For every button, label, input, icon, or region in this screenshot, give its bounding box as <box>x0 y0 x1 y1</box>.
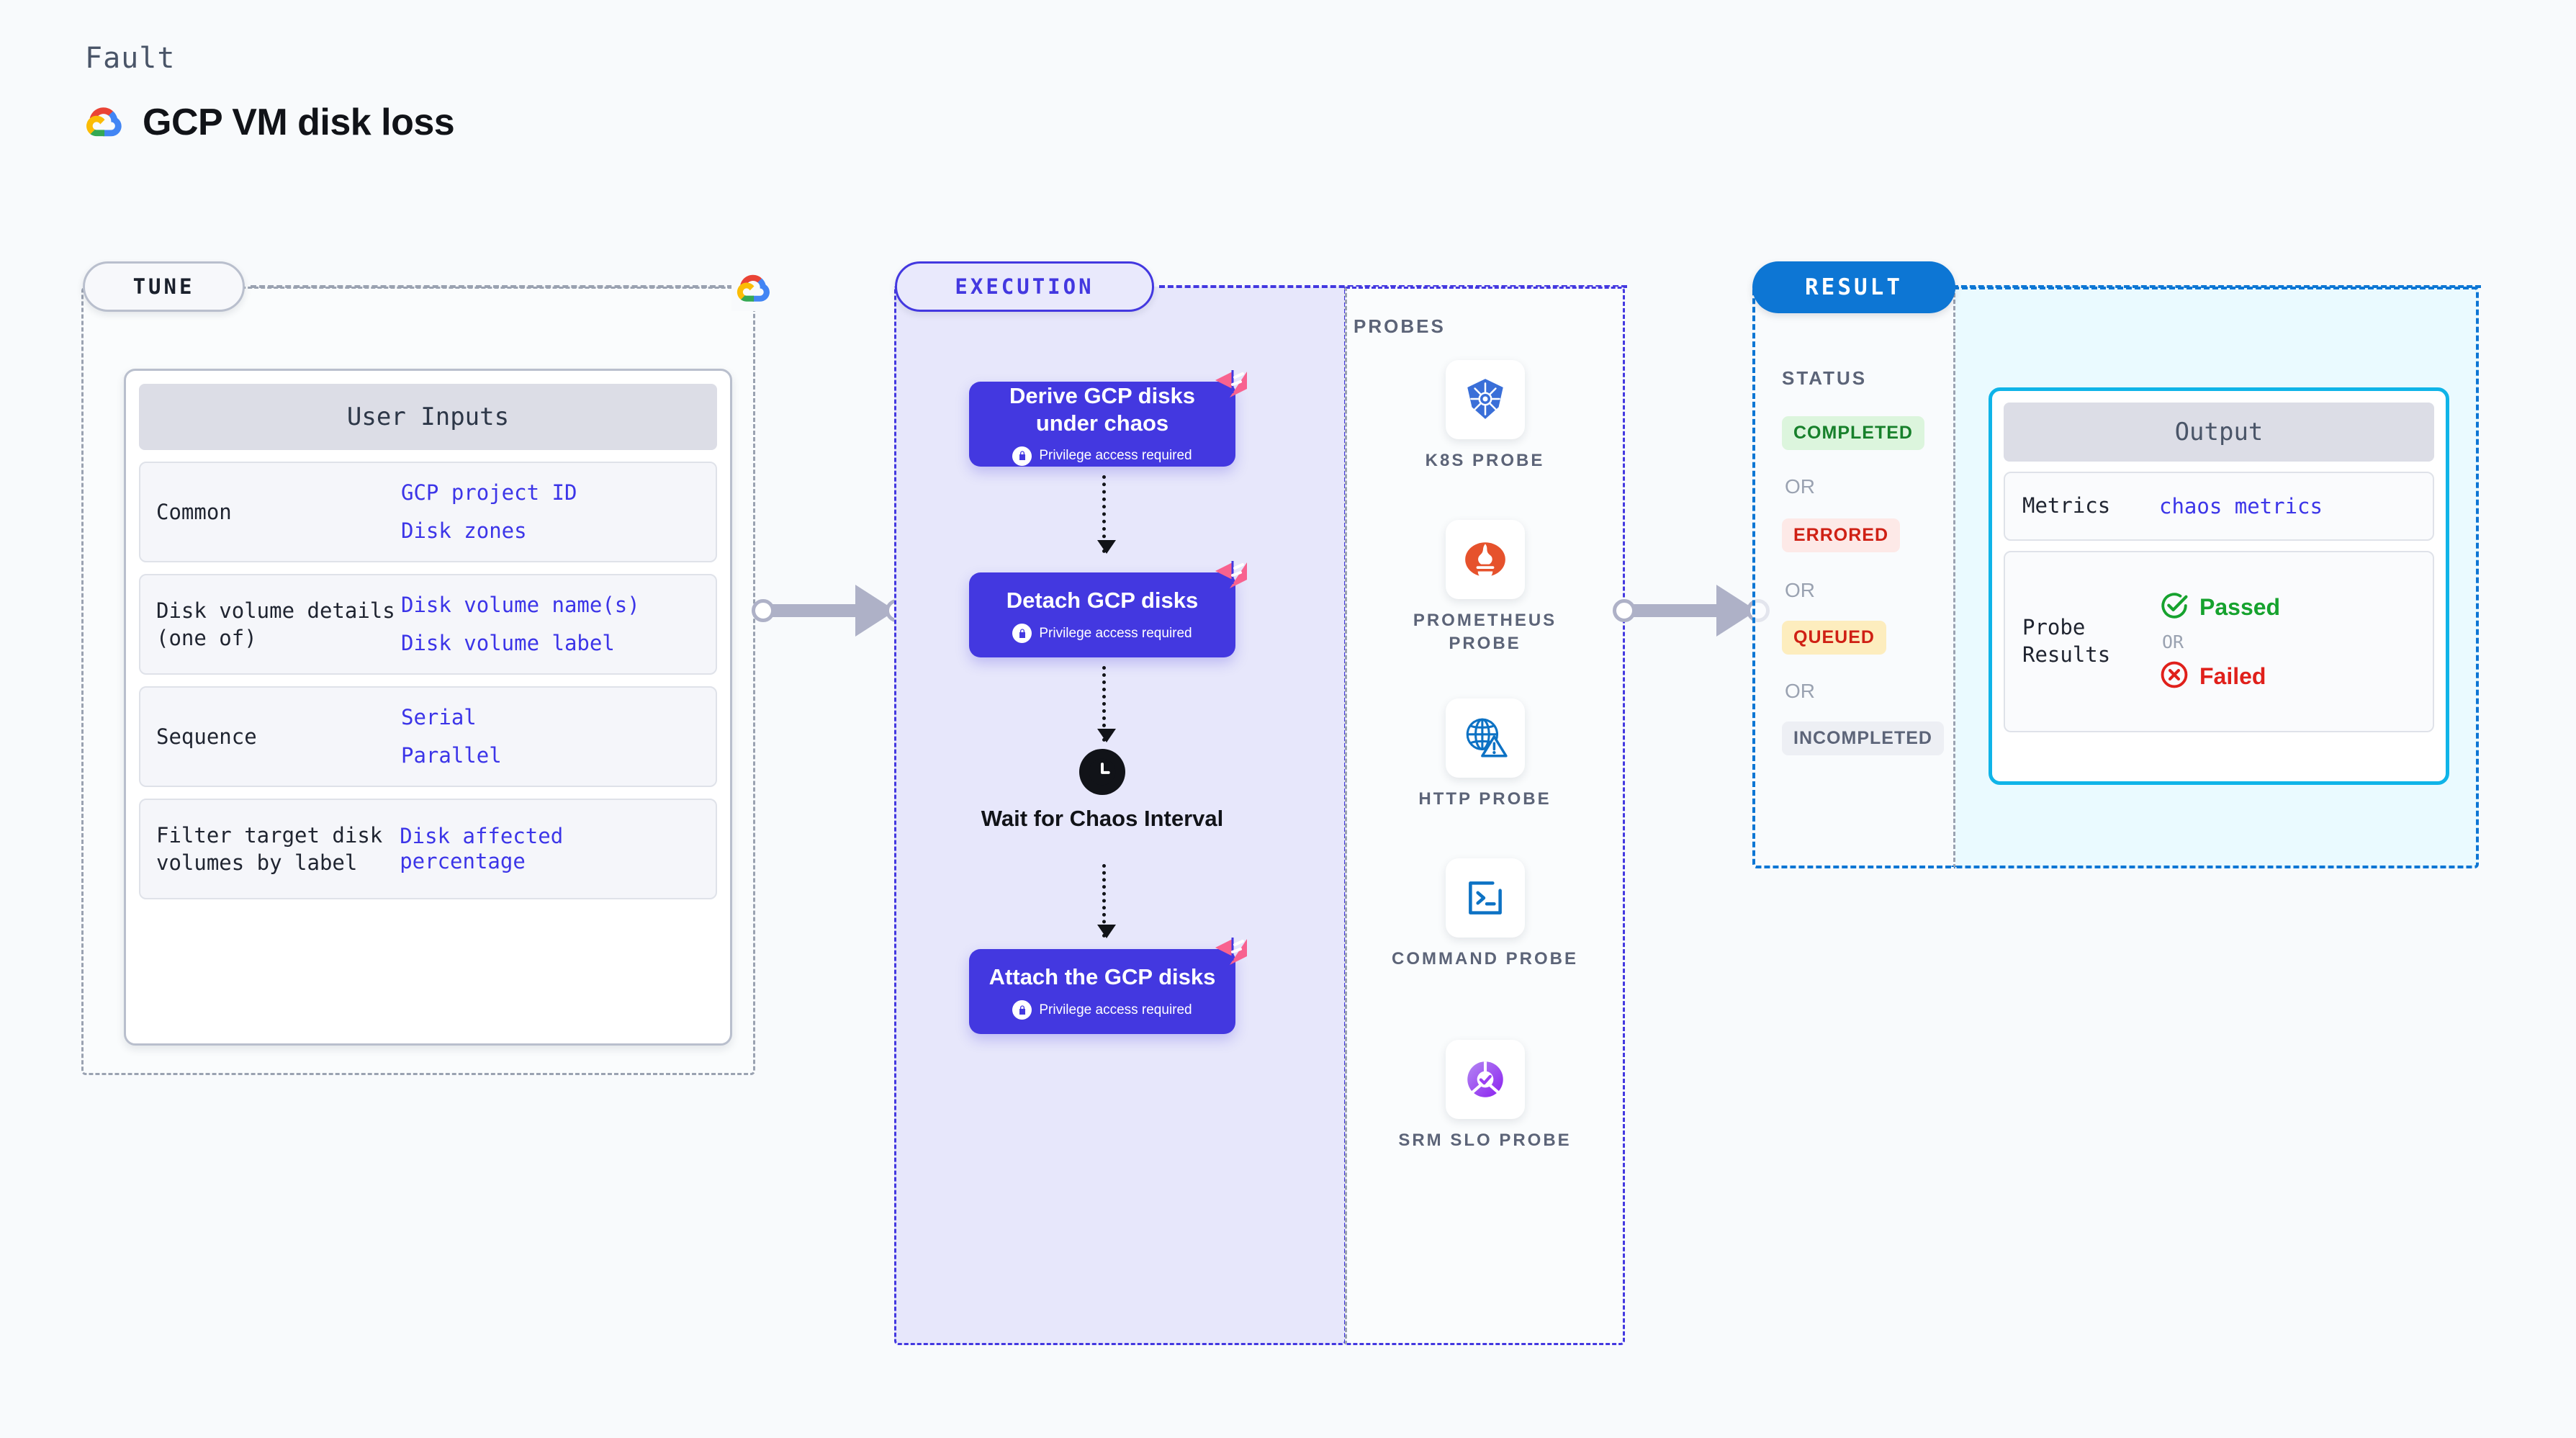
probe-result-passed: Passed <box>2159 590 2280 624</box>
status-badge-errored: ERRORED <box>1782 518 1901 552</box>
tune-dashed-connector <box>251 285 733 288</box>
lock-icon <box>1012 624 1032 644</box>
probe-item-http[interactable]: HTTP PROBE <box>1379 698 1591 811</box>
probe-label: K8S PROBE <box>1425 451 1545 470</box>
probe-label: PROMETHEUS PROBE <box>1413 611 1557 654</box>
status-badge-queued: QUEUED <box>1782 621 1886 655</box>
output-header: Output <box>2004 403 2434 462</box>
user-inputs-row-values: Disk affected percentage <box>400 824 700 874</box>
execution-block[interactable]: Detach GCP disks Privilege access requir… <box>969 561 1247 657</box>
probe-item-prometheus[interactable]: PROMETHEUS PROBE <box>1379 520 1591 656</box>
privilege-access-label: Privilege access required <box>1039 625 1192 641</box>
privilege-access-label: Privilege access required <box>1039 448 1192 464</box>
wait-node-label: Wait for Chaos Interval <box>981 806 1224 831</box>
user-inputs-row-label: Filter target disk volumes by label <box>156 822 383 875</box>
srm-slo-icon <box>1445 1040 1525 1119</box>
probe-results-values: Passed OR Failed <box>2159 590 2280 693</box>
user-input-value[interactable]: Disk affected percentage <box>400 824 564 873</box>
user-inputs-header: User Inputs <box>139 384 717 450</box>
user-inputs-row-values: Serial Parallel <box>401 705 502 768</box>
tune-section-pill[interactable]: TUNE <box>83 261 245 312</box>
lock-icon <box>1012 1000 1032 1020</box>
user-inputs-row[interactable]: Common GCP project ID Disk zones <box>139 462 717 562</box>
status-or-label: OR <box>1785 579 1815 601</box>
terminal-icon <box>1445 858 1525 938</box>
page-title: GCP VM disk loss <box>143 102 455 143</box>
status-title: STATUS <box>1782 367 1868 389</box>
status-or-label: OR <box>1785 475 1815 498</box>
probe-passed-label: Passed <box>2199 593 2281 620</box>
user-inputs-row-values: GCP project ID Disk zones <box>401 480 577 544</box>
output-row-metrics[interactable]: Metrics chaos metrics <box>2004 472 2434 541</box>
execution-block[interactable]: Attach the GCP disks Privilege access re… <box>969 938 1247 1034</box>
flow-arrow-execution-to-result <box>1613 582 1770 639</box>
user-input-value[interactable]: Disk zones <box>401 518 527 543</box>
wait-for-chaos-interval-node: Wait for Chaos Interval <box>969 749 1235 832</box>
probe-label: COMMAND PROBE <box>1392 949 1578 969</box>
user-inputs-row[interactable]: Sequence Serial Parallel <box>139 686 717 787</box>
user-inputs-card: User Inputs Common GCP project ID Disk z… <box>124 369 732 1046</box>
probes-title: PROBES <box>1354 315 1446 337</box>
user-input-value[interactable]: GCP project ID <box>401 480 577 505</box>
probe-item-k8s[interactable]: K8S PROBE <box>1379 360 1591 472</box>
output-metrics-label: Metrics <box>2022 493 2111 518</box>
output-metrics-value[interactable]: chaos metrics <box>2159 494 2323 518</box>
status-badge-incompleted: INCOMPLETED <box>1782 722 1944 755</box>
clock-icon <box>1079 749 1125 795</box>
output-probe-results-label: Probe Results <box>2022 615 2111 667</box>
chaos-flag-icon <box>1211 555 1251 596</box>
google-cloud-icon <box>85 103 124 142</box>
result-status-region <box>1752 287 1955 868</box>
probe-failed-label: Failed <box>2199 662 2266 689</box>
user-inputs-row-label: Sequence <box>156 724 257 749</box>
flow-arrow-tune-to-execution <box>752 582 909 639</box>
probe-label: HTTP PROBE <box>1418 789 1552 809</box>
output-row-probe-results: Probe Results Passed OR <box>2004 551 2434 732</box>
page-eyebrow-fault: Fault <box>85 42 176 75</box>
x-circle-icon <box>2159 660 2189 693</box>
probes-region <box>1345 287 1625 1345</box>
page-title-row: GCP VM disk loss <box>85 101 455 144</box>
execution-block-title: Derive GCP disks under chaos <box>1009 383 1195 436</box>
execution-block[interactable]: Derive GCP disks under chaos Privilege a… <box>969 370 1247 467</box>
execution-flow-connector <box>1097 864 1116 938</box>
output-card: Output Metrics chaos metrics Probe Resul… <box>1989 387 2449 785</box>
user-input-value[interactable]: Parallel <box>401 743 502 768</box>
chaos-flag-icon <box>1211 364 1251 405</box>
user-input-value[interactable]: Serial <box>401 705 477 730</box>
prometheus-icon <box>1445 520 1525 599</box>
result-section-pill[interactable]: RESULT <box>1752 261 1955 313</box>
privilege-access-note: Privilege access required <box>1012 624 1192 644</box>
user-inputs-row[interactable]: Disk volume details (one of) Disk volume… <box>139 574 717 675</box>
user-input-value[interactable]: Disk volume label <box>401 631 615 655</box>
privilege-access-label: Privilege access required <box>1039 1002 1192 1017</box>
execution-section-pill[interactable]: EXECUTION <box>895 261 1154 312</box>
probe-result-failed: Failed <box>2159 660 2280 693</box>
user-input-value[interactable]: Disk volume name(s) <box>401 593 640 618</box>
probe-or-label: OR <box>2162 631 2184 652</box>
google-cloud-icon <box>731 266 776 311</box>
probe-item-command[interactable]: COMMAND PROBE <box>1379 858 1591 971</box>
execution-block-title: Attach the GCP disks <box>988 963 1216 989</box>
probe-item-srm-slo[interactable]: SRM SLO PROBE <box>1379 1040 1591 1152</box>
lock-icon <box>1012 446 1032 466</box>
chaos-flag-icon <box>1211 932 1251 972</box>
check-circle-icon <box>2159 590 2189 624</box>
execution-flow-connector <box>1097 475 1116 554</box>
probe-label: SRM SLO PROBE <box>1398 1131 1572 1150</box>
kubernetes-icon <box>1445 360 1525 439</box>
user-inputs-row-label: Common <box>156 499 232 524</box>
execution-flow-connector <box>1097 666 1116 742</box>
privilege-access-note: Privilege access required <box>1012 1000 1192 1020</box>
user-inputs-row[interactable]: Filter target disk volumes by label Disk… <box>139 799 717 899</box>
result-dashed-connector <box>1953 285 2481 288</box>
http-globe-warning-icon <box>1445 698 1525 778</box>
user-inputs-row-values: Disk volume name(s) Disk volume label <box>401 593 640 656</box>
execution-block-title: Detach GCP disks <box>1006 587 1199 613</box>
privilege-access-note: Privilege access required <box>1012 446 1192 466</box>
status-badge-completed: COMPLETED <box>1782 416 1924 450</box>
user-inputs-row-label: Disk volume details (one of) <box>156 598 395 650</box>
status-or-label: OR <box>1785 680 1815 702</box>
